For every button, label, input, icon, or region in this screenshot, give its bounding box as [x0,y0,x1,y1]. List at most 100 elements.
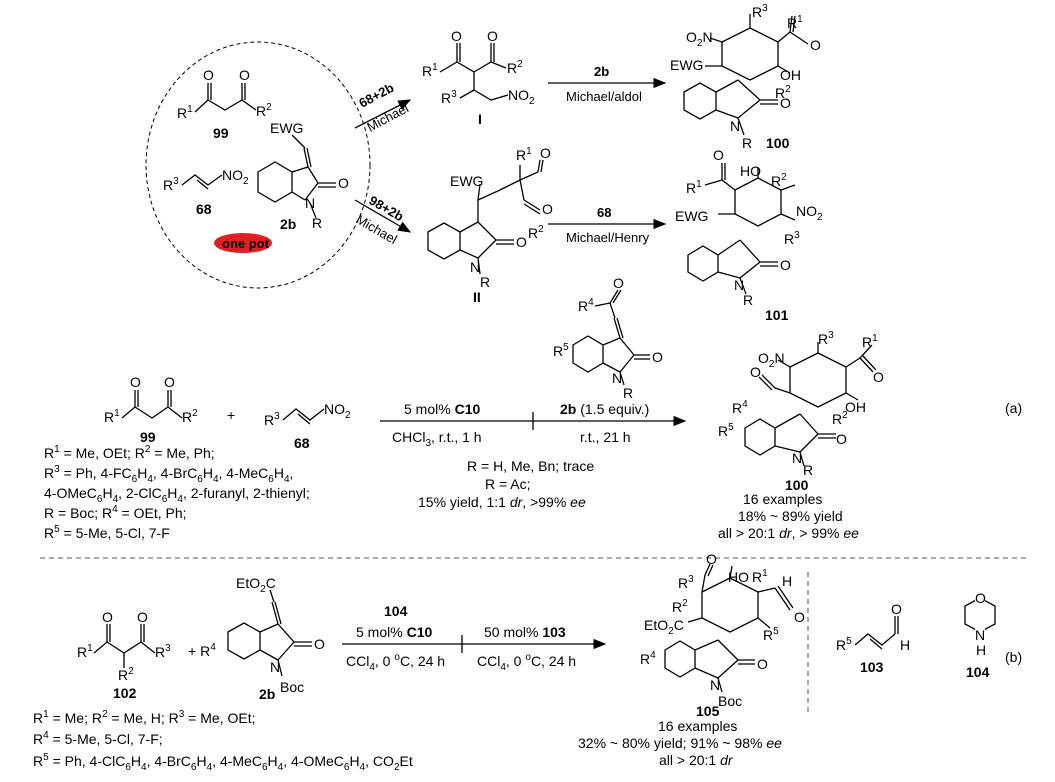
svg-text:Boc: Boc [718,693,742,709]
svg-text:O: O [780,95,791,111]
svg-text:O2N: O2N [686,29,713,49]
svg-text:R2: R2 [507,59,523,76]
svg-text:O: O [757,656,768,672]
svg-text:H: H [782,573,792,589]
svg-text:O: O [338,175,349,191]
label-b: (b) [1005,649,1022,665]
arrow-to-II [354,199,412,233]
a-cond2: r.t., 21 h [580,429,631,445]
structure-2b [257,134,336,219]
svg-text:R3: R3 [441,89,457,106]
svg-text:N: N [734,277,744,293]
svg-text:R3: R3 [678,574,694,591]
structure-105 [664,563,794,693]
svg-text:N: N [975,627,985,643]
one-pot-circle [145,41,371,289]
svg-text:R4 = 5-Me, 5-Cl, 7-F;: R4 = 5-Me, 5-Cl, 7-F; [33,730,163,747]
plus-a: + [227,407,235,423]
svg-text:R: R [312,215,322,231]
svg-text:R4: R4 [640,650,656,667]
structure-I [439,43,509,101]
svg-text:R1: R1 [516,146,532,163]
label-2b: 2b [280,216,296,232]
label-101: 101 [765,307,789,323]
svg-text:O: O [451,28,462,44]
svg-text:NO2: NO2 [222,167,249,187]
svg-text:R1: R1 [686,179,702,196]
b-selectivity: all > 20:1 dr [659,752,734,768]
svg-text:O: O [542,201,553,217]
arrow4-label-top: 68 [597,205,611,220]
svg-text:O: O [794,609,805,625]
svg-text:R2: R2 [672,598,688,615]
label-68-a: 68 [294,435,310,451]
svg-text:R1: R1 [177,104,193,121]
svg-text:R: R [803,462,813,478]
label-105: 105 [696,703,720,719]
svg-text:EWG: EWG [270,120,303,136]
svg-text:O: O [652,349,663,365]
svg-text:R1: R1 [422,62,438,79]
arrow3-label-bottom: Michael/aldol [566,89,642,104]
structure-68-a [282,408,325,425]
svg-text:R3 = Ph, 4-FC6H4, 4-BrC6H4, 4-: R3 = Ph, 4-FC6H4, 4-BrC6H4, 4-MeC6H4, [44,464,293,485]
svg-text:R3: R3 [155,643,171,660]
svg-text:R5 = Ph, 4-ClC6H4, 4-BrC6H4, 4: R5 = Ph, 4-ClC6H4, 4-BrC6H4, 4-MeC6H4, 4… [33,752,413,773]
label-104: 104 [966,664,990,680]
svg-text:O: O [540,145,551,161]
svg-text:HO: HO [728,569,749,585]
structure-102 [93,624,156,668]
label-100-a: 100 [785,477,809,493]
one-pot-badge [214,233,272,253]
a-examples: 16 examples [743,491,822,507]
svg-text:R3: R3 [784,230,800,247]
svg-text:R5: R5 [836,636,852,653]
structure-103 [854,616,899,650]
structure-2b-b [227,589,312,677]
structure-99-a [121,390,183,419]
svg-text:O: O [164,374,175,390]
svg-text:N: N [730,118,740,134]
b-examples: 16 examples [658,718,737,734]
svg-text:NO2: NO2 [324,401,351,421]
arrow-to-I [354,99,412,129]
svg-text:N: N [470,259,480,275]
a-note3: 15% yield, 1:1 dr, >99% ee [418,494,586,510]
a-reagent1: 5 mol% C10 [404,401,480,417]
svg-text:EtO2C: EtO2C [236,575,276,595]
a-note2: R = Ac; [485,476,531,492]
label-I: I [478,111,482,127]
svg-text:O: O [487,28,498,44]
label-100-top: 100 [766,135,790,151]
svg-text:O: O [780,257,791,273]
svg-text:R2: R2 [528,224,544,241]
structure-100-a [744,342,877,467]
svg-text:O: O [239,67,250,83]
structure-99 [194,83,257,113]
b-cond1: CCl4, 0 oC, 24 h [346,652,445,673]
b-reagent1-top: 104 [384,603,408,619]
svg-text:R5: R5 [763,626,779,643]
b-yield: 32% ~ 80% yield; 91% ~ 98% ee [578,735,782,751]
a-selectivity: all > 20:1 dr, > 99% ee [718,525,859,541]
svg-text:R2: R2 [118,666,134,683]
svg-text:R: R [743,292,753,308]
svg-text:R2: R2 [771,172,787,189]
structure-2b-a [572,289,650,386]
one-pot-label: one pot [222,236,270,251]
label-99: 99 [213,125,229,141]
svg-text:R1: R1 [77,643,93,660]
svg-text:R2: R2 [182,408,198,425]
label-II: II [473,289,481,305]
svg-text:N: N [305,195,315,211]
structure-II [427,159,544,275]
svg-text:EWG: EWG [670,57,703,73]
svg-text:O: O [750,364,761,380]
svg-text:O: O [713,147,724,163]
svg-text:O: O [810,37,821,53]
svg-text:R3: R3 [752,3,768,20]
label-102: 102 [113,685,137,701]
a-cond1: CHCl3, r.t., 1 h [392,429,482,449]
svg-text:R: R [742,135,752,151]
structure-68 [181,174,223,190]
